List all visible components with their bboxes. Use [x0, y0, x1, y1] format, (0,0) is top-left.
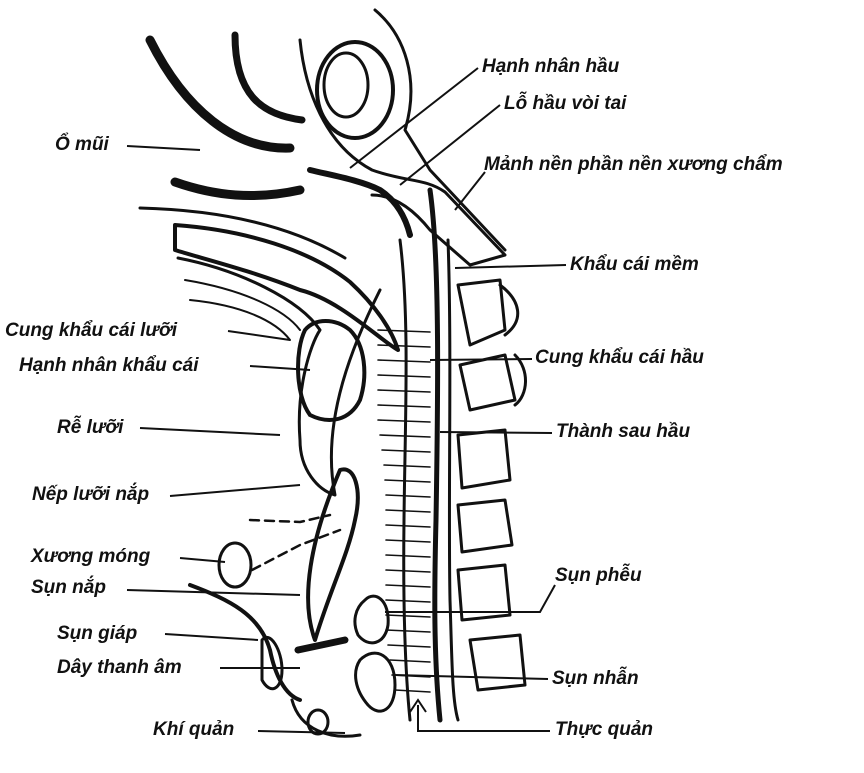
- label-thanh-sau-hau: Thành sau hầu: [556, 421, 690, 443]
- leader-manh-nen: [455, 172, 485, 210]
- leader-thanh-sau-hau: [440, 432, 552, 433]
- hyoid-bone: [219, 543, 251, 587]
- label-sun-pheu: Sụn phễu: [555, 565, 642, 587]
- leader-nep-luoi-nap: [170, 485, 300, 496]
- leader-sun-pheu: [385, 585, 555, 612]
- label-cung-khau-cai-luoi: Cung khẩu cái lưỡi: [5, 320, 177, 342]
- posterior-pharyngeal-wall: [430, 190, 440, 720]
- label-nep-luoi-nap: Nếp lưỡi nắp: [32, 484, 149, 506]
- skull-base-outline: [300, 40, 505, 265]
- label-sun-nap: Sụn nắp: [31, 577, 106, 599]
- label-khi-quan: Khí quản: [153, 719, 234, 741]
- leader-khi-quan: [258, 731, 345, 733]
- leader-sun-giap: [165, 634, 258, 640]
- label-sun-giap: Sụn giáp: [57, 623, 137, 645]
- leader-re-luoi: [140, 428, 280, 435]
- arytenoid-cartilage: [355, 596, 388, 643]
- pharyngeal-tonsil: [310, 170, 410, 235]
- label-day-thanh-am: Dây thanh âm: [57, 657, 182, 679]
- thyroid-cartilage: [190, 585, 300, 700]
- label-cung-khau-cai-hau: Cung khẩu cái hầu: [535, 347, 704, 369]
- label-xuong-mong: Xương móng: [31, 546, 150, 568]
- soft-palate: [175, 225, 398, 350]
- label-hanh-nhan-hau: Hạnh nhân hầu: [482, 56, 619, 78]
- label-o-mui: Ổ mũi: [55, 134, 109, 156]
- leader-o-mui: [127, 146, 200, 150]
- label-re-luoi: Rễ lưỡi: [57, 417, 123, 439]
- middle-concha: [235, 35, 302, 120]
- label-khau-cai-mem: Khẩu cái mềm: [570, 254, 699, 276]
- cervical-vertebrae: [458, 280, 526, 690]
- label-le-hau-voi-tai: Lỗ hầu vòi tai: [504, 93, 626, 115]
- tongue: [178, 258, 380, 495]
- superior-concha: [150, 40, 290, 148]
- leader-cung-khau-cai-hau: [430, 359, 532, 360]
- label-thuc-quan: Thực quản: [555, 719, 653, 741]
- label-sun-nhan: Sụn nhẫn: [552, 668, 639, 690]
- inferior-concha: [175, 182, 300, 196]
- cricoid-cartilage: [356, 653, 395, 711]
- leader-hanh-nhan-khau-cai: [250, 366, 310, 370]
- leader-cung-khau-cai-luoi: [228, 331, 290, 340]
- label-manh-nen: Mảnh nền phần nền xương chẩm: [484, 154, 783, 176]
- label-hanh-nhan-khau-cai: Hạnh nhân khẩu cái: [19, 355, 198, 377]
